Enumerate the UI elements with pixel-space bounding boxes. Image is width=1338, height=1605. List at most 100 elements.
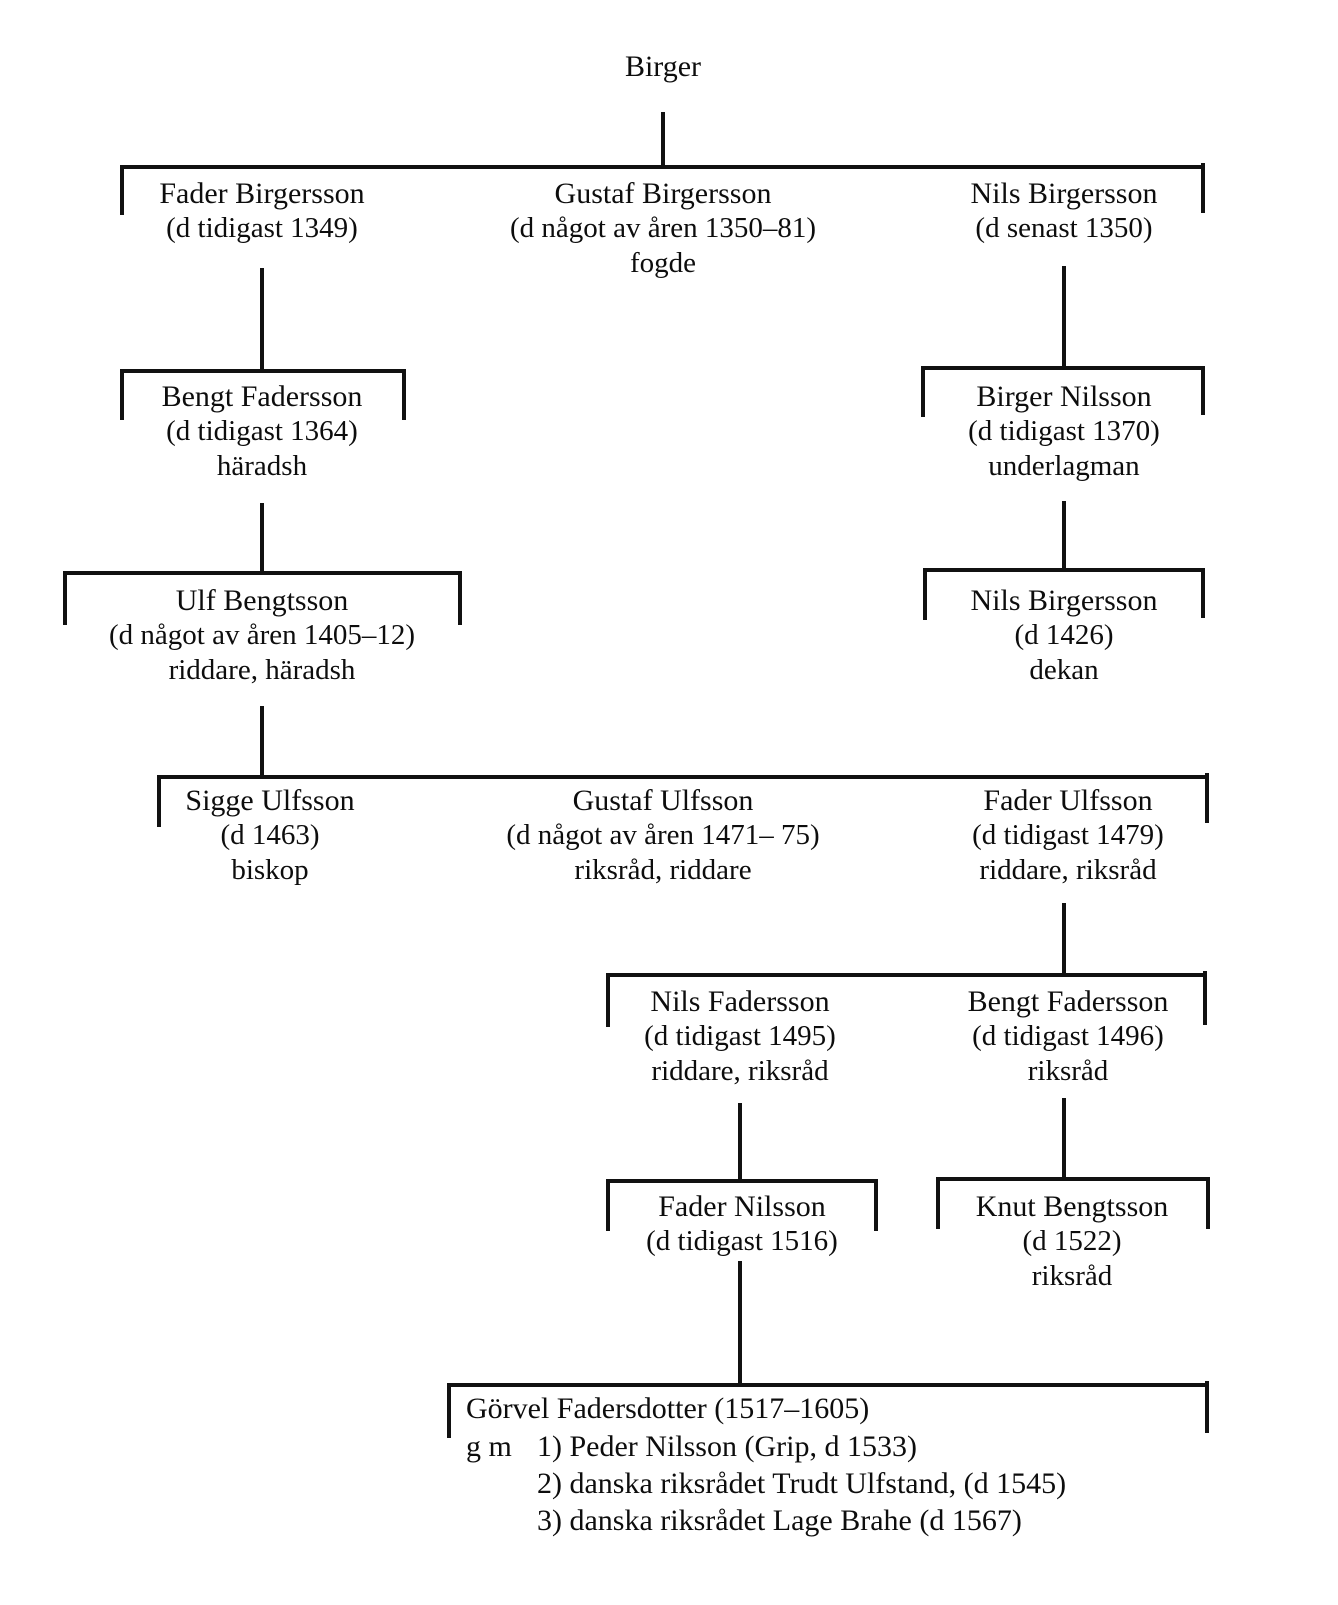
person-death: (d senast 1350) — [975, 212, 1153, 244]
person-name: Görvel Fadersdotter (1517–1605) — [466, 1392, 870, 1425]
connector-gorvel-topline — [447, 1383, 1209, 1387]
person-role: underlagman — [988, 450, 1140, 482]
person-role: biskop — [231, 854, 309, 886]
person-nils-fadersson: Nils Fadersson (d tidigast 1495) riddare… — [570, 984, 910, 1089]
person-death: (d tidigast 1370) — [968, 415, 1160, 447]
connector-nils-birgersson-stem — [1062, 266, 1066, 369]
connector-gen4-horizontal — [157, 775, 1209, 779]
connector-gen1-right-tick — [1201, 163, 1205, 213]
person-name: Nils Fadersson — [650, 985, 830, 1018]
connector-bengt-fadersson-left-tick — [120, 369, 124, 420]
person-death: (d tidigast 1496) — [972, 1020, 1164, 1052]
connector-nils-birgersson-2-left-tick — [923, 568, 927, 620]
person-name: Gustaf Ulfsson — [572, 784, 754, 817]
person-role: riddare, häradsh — [168, 654, 356, 686]
connector-birger-nilsson-left-tick — [921, 366, 925, 417]
connector-ulf-bengtsson-topline — [63, 571, 462, 575]
person-name: Sigge Ulfsson — [185, 784, 355, 817]
connector-gen5-horizontal — [606, 973, 1207, 977]
person-nils-birgersson-1: Nils Birgersson (d senast 1350) — [894, 176, 1234, 246]
person-name: Fader Nilsson — [658, 1190, 826, 1223]
connector-ulf-bengtsson-stem — [260, 706, 264, 777]
connector-bengt-fadersson-topline — [120, 369, 406, 373]
person-name: Fader Birgersson — [159, 177, 365, 210]
marriage-entry: 3) danska riksrådet Lage Brahe (d 1567) — [537, 1504, 1022, 1537]
person-death: (d tidigast 1364) — [166, 415, 358, 447]
person-role: riksråd, riddare — [574, 854, 752, 886]
person-role: riddare, riksråd — [979, 854, 1157, 886]
person-role: riddare, riksråd — [651, 1055, 829, 1087]
connector-ulf-bengtsson-left-tick — [63, 571, 67, 625]
connector-gorvel-left-tick — [447, 1383, 451, 1438]
person-knut-bengtsson: Knut Bengtsson (d 1522) riksråd — [902, 1189, 1242, 1294]
connector-birger-nilsson-topline — [921, 366, 1205, 370]
connector-birger-nilsson-right-tick — [1201, 366, 1205, 415]
person-bengt-fadersson-2: Bengt Fadersson (d tidigast 1496) riksrå… — [898, 984, 1238, 1089]
marriage-list: 1) Peder Nilsson (Grip, d 1533) 2) dansk… — [537, 1428, 1066, 1539]
person-birger-nilsson: Birger Nilsson (d tidigast 1370) underla… — [894, 379, 1234, 484]
person-name: Knut Bengtsson — [975, 1190, 1169, 1223]
person-name: Ulf Bengtsson — [175, 584, 349, 617]
person-name: Fader Ulfsson — [983, 784, 1153, 817]
connector-fader-nilsson-topline — [606, 1179, 878, 1183]
person-death: (d 1522) — [1022, 1225, 1122, 1257]
connector-gen4-left-tick — [157, 775, 161, 827]
person-death: (d något av åren 1405–12) — [108, 619, 415, 651]
connector-bengt-fadersson-2-stem — [1062, 1098, 1066, 1179]
connector-fader-nilsson-stem — [738, 1261, 742, 1385]
connector-gen1-left-tick — [120, 165, 124, 215]
connector-nils-birgersson-2-topline — [923, 568, 1205, 572]
connector-bengt-fadersson-stem — [260, 503, 264, 575]
connector-bengt-fadersson-right-tick — [402, 369, 406, 420]
connector-nils-birgersson-2-right-tick — [1201, 568, 1205, 618]
connector-gorvel-right-tick — [1205, 1381, 1209, 1433]
person-sigge-ulfsson: Sigge Ulfsson (d 1463) biskop — [100, 783, 440, 888]
connector-knut-bengtsson-right-tick — [1206, 1177, 1210, 1229]
person-name: Birger Nilsson — [976, 380, 1152, 413]
person-death: (d tidigast 1349) — [166, 212, 358, 244]
marriages: g m 1) Peder Nilsson (Grip, d 1533) 2) d… — [466, 1428, 1066, 1539]
marriage-entry: 2) danska riksrådet Trudt Ulfstand, (d 1… — [537, 1467, 1067, 1500]
person-ulf-bengtsson: Ulf Bengtsson (d något av åren 1405–12) … — [62, 583, 462, 688]
connector-gen5-left-tick — [606, 973, 610, 1027]
person-fader-nilsson: Fader Nilsson (d tidigast 1516) — [572, 1189, 912, 1259]
person-gustaf-birgersson: Gustaf Birgersson (d något av åren 1350–… — [443, 176, 883, 281]
person-role: fogde — [629, 247, 697, 279]
connector-nils-fadersson-stem — [738, 1103, 742, 1181]
connector-ulf-bengtsson-right-tick — [458, 571, 462, 625]
connector-fader-birgersson-stem — [260, 268, 264, 372]
person-fader-ulfsson: Fader Ulfsson (d tidigast 1479) riddare,… — [898, 783, 1238, 888]
person-name: Nils Birgersson — [970, 177, 1158, 210]
person-role: riksråd — [1027, 1055, 1109, 1087]
person-gustaf-ulfsson: Gustaf Ulfsson (d något av åren 1471– 75… — [443, 783, 883, 888]
person-death: (d något av åren 1471– 75) — [506, 819, 820, 851]
connector-knut-bengtsson-topline — [936, 1177, 1210, 1181]
person-death: (d något av åren 1350–81) — [509, 212, 816, 244]
marriage-entry: 1) Peder Nilsson (Grip, d 1533) — [537, 1430, 917, 1463]
person-birger: Birger — [563, 49, 763, 84]
person-death: (d 1426) — [1014, 619, 1114, 651]
connector-fader-ulfsson-stem — [1062, 903, 1066, 975]
person-fader-birgersson: Fader Birgersson (d tidigast 1349) — [92, 176, 432, 246]
connector-gen5-right-tick — [1203, 971, 1207, 1025]
person-bengt-fadersson-1: Bengt Fadersson (d tidigast 1364) härads… — [92, 379, 432, 484]
person-death: (d 1463) — [220, 819, 320, 851]
connector-fader-nilsson-right-tick — [874, 1179, 878, 1231]
connector-knut-bengtsson-left-tick — [936, 1177, 940, 1229]
connector-gen1-horizontal — [120, 165, 1205, 169]
person-role: häradsh — [216, 450, 308, 482]
person-name: Nils Birgersson — [970, 584, 1158, 617]
person-role: dekan — [1029, 654, 1099, 686]
person-death: (d tidigast 1479) — [972, 819, 1164, 851]
connector-gen4-right-tick — [1205, 773, 1209, 823]
person-name: Bengt Fadersson — [967, 985, 1169, 1018]
connector-birger-stem — [661, 112, 665, 169]
person-death: (d tidigast 1495) — [644, 1020, 836, 1052]
person-death: (d tidigast 1516) — [646, 1225, 838, 1257]
person-name: Bengt Fadersson — [161, 380, 363, 413]
person-role: riksråd — [1031, 1260, 1113, 1292]
person-name: Gustaf Birgersson — [554, 177, 772, 210]
person-nils-birgersson-2: Nils Birgersson (d 1426) dekan — [894, 583, 1234, 688]
married-label: g m — [466, 1430, 512, 1463]
